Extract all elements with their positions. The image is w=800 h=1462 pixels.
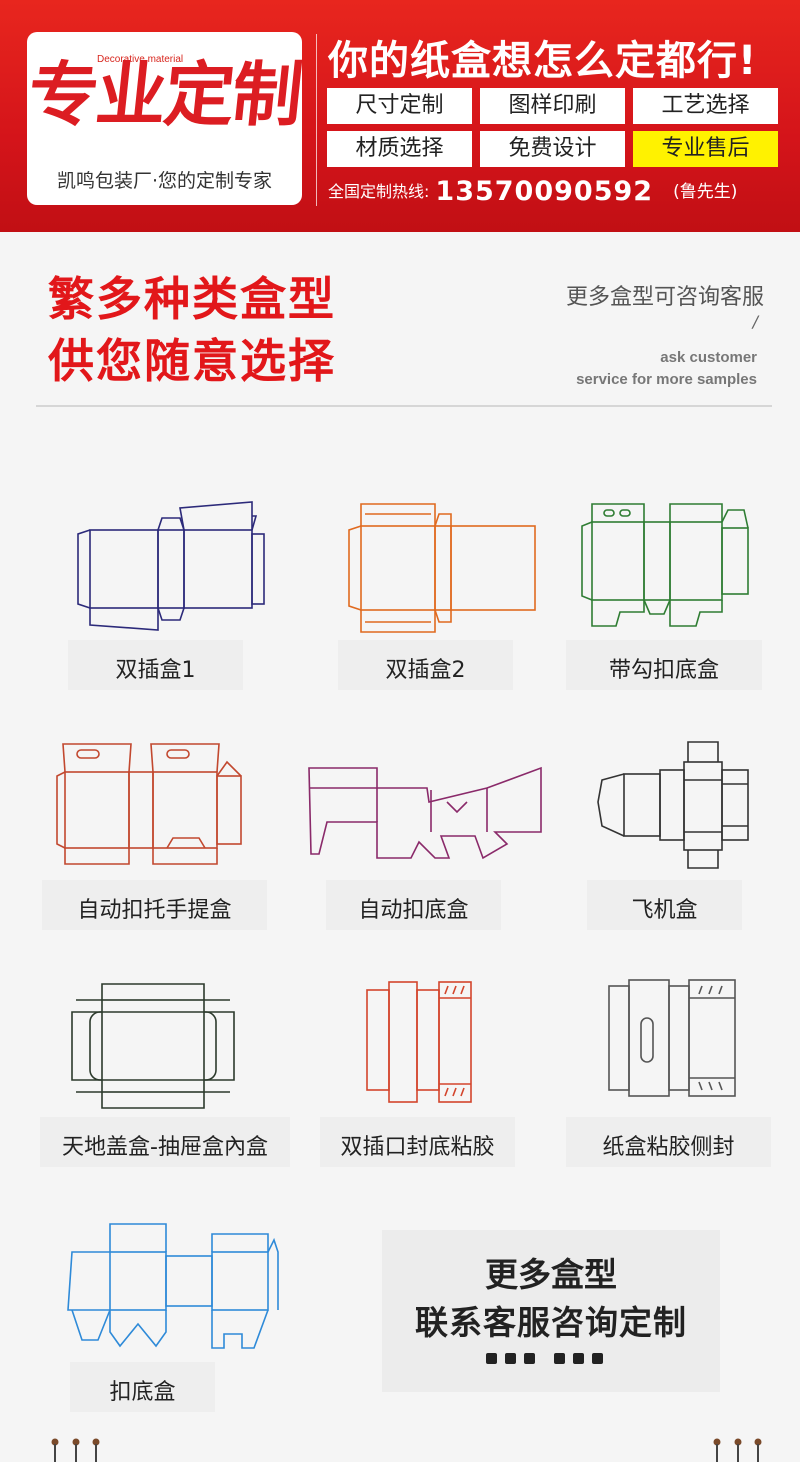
binder-pin-icon (734, 1438, 742, 1462)
box-caption-3: 带勾扣底盒 (566, 640, 762, 690)
box-label-7: 天地盖盒-抽屉盒內盒 (62, 1135, 268, 1160)
hotline: 全国定制热线: 13570090592 (鲁先生) (328, 176, 737, 207)
box-caption-8: 双插口封底粘胶 (320, 1117, 515, 1167)
box-caption-10: 扣底盒 (70, 1362, 215, 1412)
banner-slogan: 你的纸盒想怎么定都行! (328, 38, 758, 84)
feature-print: 图样印刷 (480, 88, 625, 124)
hotline-contact: (鲁先生) (673, 182, 738, 202)
box-label-5: 自动扣底盒 (358, 898, 469, 923)
dieline-auto-lock-bottom (308, 766, 542, 860)
box-caption-5: 自动扣底盒 (326, 880, 501, 930)
feature-design: 免费设计 (480, 131, 625, 167)
side-note: 更多盒型可咨询客服 (565, 285, 764, 310)
feature-craft: 工艺选择 (633, 88, 778, 124)
feature-aftersale: 专业售后 (633, 131, 778, 167)
box-label-1: 双插盒1 (115, 658, 196, 683)
binder-pin-icon (92, 1438, 100, 1462)
box-label-8: 双插口封底粘胶 (340, 1135, 495, 1160)
box-label-9: 纸盒粘胶侧封 (602, 1135, 735, 1160)
dieline-glue-side-seal (608, 979, 736, 1097)
hotline-number[interactable]: 13570090592 (435, 176, 654, 207)
dieline-auto-lock-handle (56, 743, 242, 865)
binder-pin-icon (754, 1438, 762, 1462)
logo-subtext: Decorative material (97, 54, 184, 65)
more-styles-panel[interactable]: 更多盒型 联系客服咨询定制 (382, 1230, 720, 1392)
binder-pin-icon (713, 1438, 721, 1462)
box-caption-1: 双插盒1 (68, 640, 243, 690)
side-slash: / (752, 312, 758, 331)
box-label-4: 自动扣托手提盒 (77, 898, 232, 923)
dieline-double-tuck-1 (77, 501, 265, 631)
dieline-stroke (77, 501, 265, 631)
ellipsis-dots (486, 1353, 616, 1365)
more-styles-line2: 联系客服咨询定制 (415, 1303, 687, 1342)
feature-size: 尺寸定制 (327, 88, 472, 124)
logo-tagline: 凯鸣包装厂·您的定制专家 (56, 170, 273, 192)
dieline-double-tuck-glue (366, 981, 472, 1103)
dieline-airplane-box (597, 741, 749, 869)
dieline-hook-bottom (581, 503, 749, 627)
dieline-snap-bottom (67, 1223, 279, 1349)
hotline-label: 全国定制热线: (328, 182, 430, 201)
section-divider (36, 405, 772, 407)
box-caption-9: 纸盒粘胶侧封 (566, 1117, 771, 1167)
section-title-line1: 繁多种类盒型 (48, 272, 336, 326)
logo-title: 专业定制 (24, 54, 305, 136)
banner-divider (316, 34, 317, 206)
side-english-line2: service for more samples (576, 371, 757, 388)
box-caption-2: 双插盒2 (338, 640, 513, 690)
side-english-line1: ask customer (660, 349, 757, 366)
box-caption-7: 天地盖盒-抽屉盒內盒 (40, 1117, 290, 1167)
header-banner: Decorative material 专业定制 凯鸣包装厂·您的定制专家 你的… (0, 0, 800, 232)
box-label-10: 扣底盒 (109, 1380, 176, 1405)
box-caption-6: 飞机盒 (587, 880, 742, 930)
dieline-double-tuck-2 (348, 503, 536, 633)
dieline-lid-drawer-inner (71, 983, 235, 1109)
binder-pin-icon (51, 1438, 59, 1462)
box-label-2: 双插盒2 (385, 658, 466, 683)
box-caption-4: 自动扣托手提盒 (42, 880, 267, 930)
feature-material: 材质选择 (327, 131, 472, 167)
box-label-3: 带勾扣底盒 (608, 658, 719, 683)
box-label-6: 飞机盒 (631, 898, 698, 923)
binder-pin-icon (72, 1438, 80, 1462)
side-english: ask customer service for more samples (576, 347, 757, 391)
more-styles-line1: 更多盒型 (485, 1255, 617, 1294)
logo-card: Decorative material 专业定制 凯鸣包装厂·您的定制专家 (24, 32, 305, 205)
section-title-line2: 供您随意选择 (48, 334, 336, 388)
